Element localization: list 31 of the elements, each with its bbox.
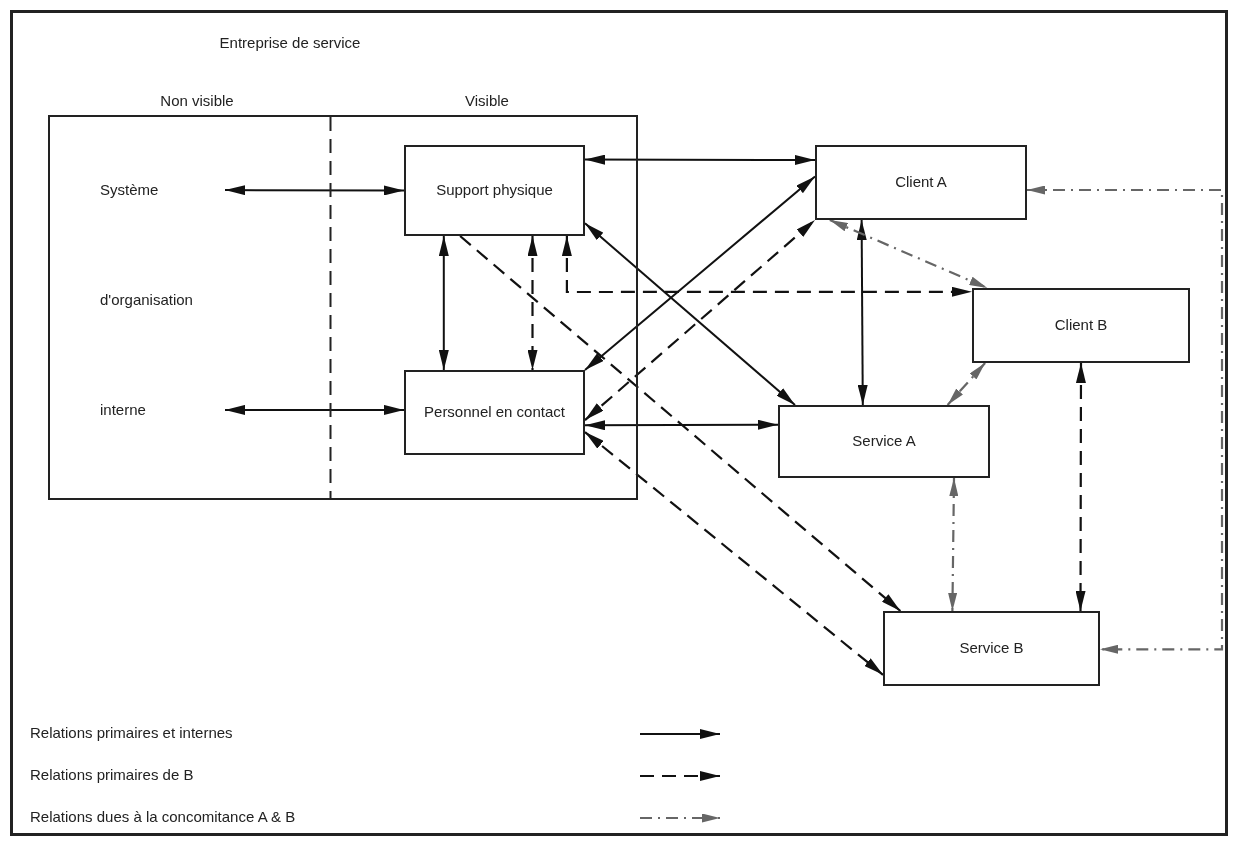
arrow (584, 175, 816, 371)
process-box: Service A (778, 405, 990, 478)
arrow (584, 419, 779, 431)
arrow (224, 404, 405, 415)
arrow (584, 219, 816, 421)
arrow (584, 431, 884, 676)
arrow (459, 235, 902, 612)
legend-text: Relations dues à la concomitance A & B (30, 808, 296, 825)
process-box: Service B (883, 611, 1100, 686)
process-box: Client A (815, 145, 1027, 220)
text-label: Système d'organisation interne (100, 135, 225, 465)
legend-text: Relations primaires et internes (30, 724, 233, 741)
arrow (438, 235, 449, 371)
arrow (1075, 363, 1086, 611)
column-heading: Visible (465, 92, 509, 109)
arrow (829, 219, 988, 289)
arrow (584, 154, 816, 165)
process-box: Support physique (404, 145, 585, 236)
arrow (946, 362, 986, 406)
arrow (224, 185, 405, 196)
arrow (561, 236, 972, 297)
column-heading: Non visible (160, 92, 234, 109)
arrow (856, 219, 868, 406)
arrow (948, 478, 959, 611)
process-box: Personnel en contact (404, 370, 585, 455)
arrow (584, 222, 796, 406)
legend-text: Relations primaires de B (30, 766, 194, 783)
arrow (1027, 185, 1224, 654)
arrow (527, 236, 538, 370)
group-heading: Entreprise de service (219, 34, 361, 51)
process-box: Client B (972, 288, 1190, 363)
